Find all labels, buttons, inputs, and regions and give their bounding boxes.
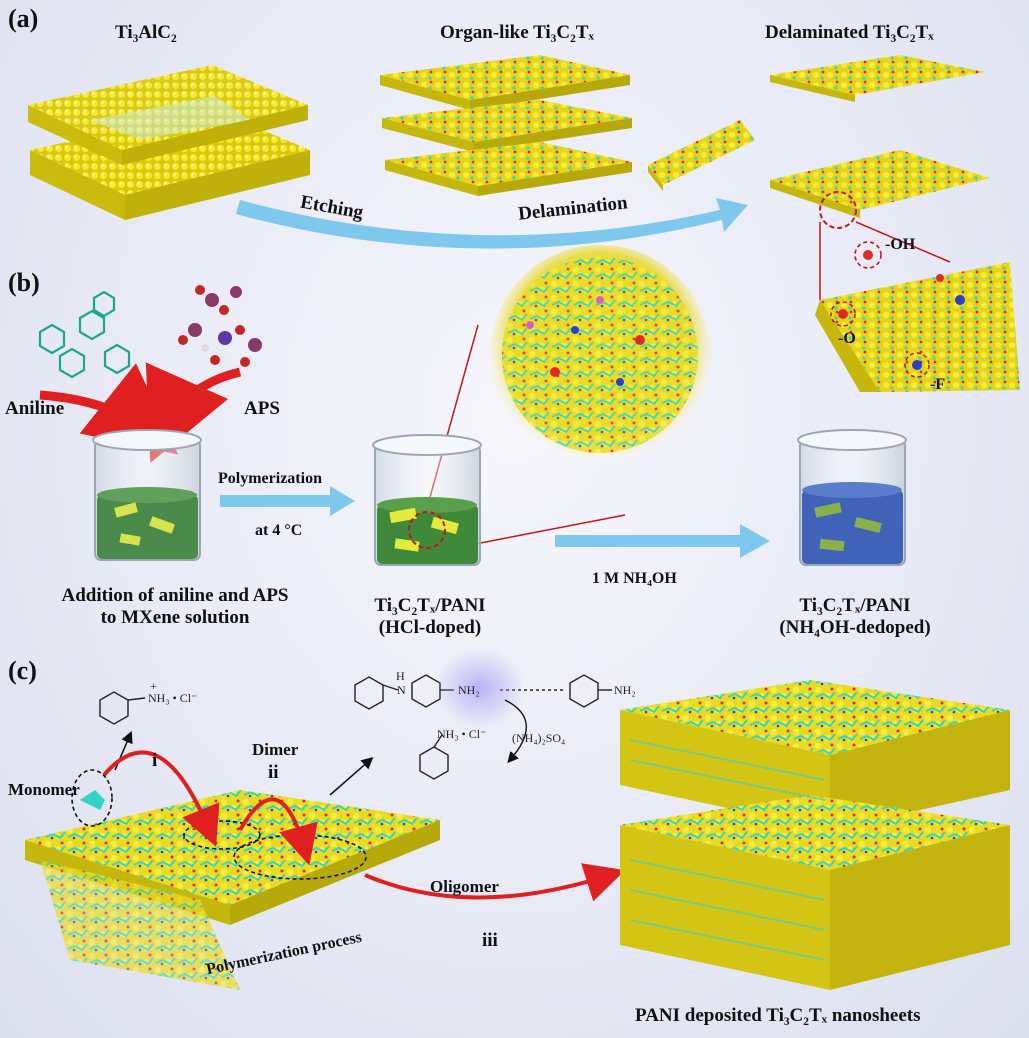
oh-label: -OH — [885, 236, 916, 253]
step-iii-arrow — [364, 863, 626, 902]
chem-monomer: NH₃ • Cl⁻ — [148, 691, 197, 705]
addition-line2: to MXene solution — [100, 607, 250, 628]
aps-label: APS — [244, 398, 280, 419]
result-label: PANI deposited Ti₃C₂Tₓ nanosheets — [635, 1005, 921, 1026]
polymerization-arrow — [220, 486, 355, 516]
ti3alc2-label: Ti₃AlC₂ — [115, 22, 177, 43]
dimer-label: Dimer — [252, 740, 299, 759]
delaminated-structure — [648, 55, 990, 300]
chem-aps: (NH₄)₂SO₄ — [512, 731, 565, 745]
aniline-label: Aniline — [5, 398, 65, 419]
aniline-arrow — [39, 363, 179, 455]
delaminated-label: Delaminated Ti₃C₂Tₓ — [765, 22, 934, 43]
nh4oh-line1: Ti₃C₂Tₓ/PANI — [799, 595, 911, 616]
panel-label-b: (b) — [8, 268, 40, 297]
hcl-line1: Ti₃C₂Tₓ/PANI — [374, 595, 486, 616]
o-label: -O — [838, 330, 856, 347]
oligomer-label: Oligomer — [430, 877, 499, 896]
step-i-arrow — [102, 750, 220, 847]
chem-nh2b: NH₂ — [614, 683, 636, 697]
ti3alc2-structure — [28, 65, 310, 220]
nh4oh-line2: (NH₄OH-dedoped) — [779, 617, 931, 638]
step-ii-arrow — [238, 797, 318, 866]
beaker-hcl-doped — [372, 434, 482, 566]
dimer-pointer — [329, 757, 374, 796]
monomer-structure — [99, 691, 146, 725]
beaker-nh4oh-dedoped — [797, 429, 907, 566]
termination-zoom — [815, 241, 1020, 392]
chem-salt: NH₃ • Cl⁻ — [437, 727, 486, 741]
addition-line1: Addition of aniline and APS — [61, 585, 289, 606]
step-ii-label: ii — [268, 762, 279, 783]
mxene-sheet-left — [25, 769, 440, 990]
panel-label-c: (c) — [8, 656, 37, 685]
beaker-mxene — [92, 429, 202, 561]
polymerization-label: Polymerization — [218, 470, 322, 487]
monomer-label: Monomer — [8, 780, 80, 799]
nh4oh-label: 1 M NH₄OH — [592, 570, 677, 587]
pani-sheets-right — [620, 680, 1010, 990]
hcl-line2: (HCl-doped) — [378, 617, 482, 638]
temperature-label: at 4 °C — [255, 522, 303, 539]
pani-zoom — [490, 245, 710, 465]
panel-label-a: (a) — [8, 4, 39, 33]
addition-caption: Addition of aniline and APS to MXene sol… — [0, 585, 350, 629]
etching-arrow — [236, 198, 748, 249]
chem-h: H — [396, 669, 405, 683]
svg-text:+: + — [150, 679, 157, 693]
f-label: -F — [930, 376, 946, 393]
chem-n: N — [397, 683, 406, 697]
nh4oh-dedoped-caption: Ti₃C₂Tₓ/PANI (NH₄OH-dedoped) — [755, 595, 955, 639]
aniline-molecules — [38, 290, 131, 379]
nh4oh-arrow — [555, 524, 770, 558]
aps-molecules — [178, 285, 262, 367]
organ-like-label: Organ-like Ti₃C₂Tₓ — [440, 22, 594, 43]
organ-like-structure — [380, 55, 632, 196]
monomer-pointer — [114, 730, 133, 771]
aps-arrow — [145, 362, 242, 463]
step-i-label: i — [152, 750, 158, 771]
salt-structure — [419, 699, 527, 780]
hcl-doped-caption: Ti₃C₂Tₓ/PANI (HCl-doped) — [330, 595, 530, 639]
chem-nh2a: NH₂ — [458, 683, 480, 697]
step-iii-label: iii — [482, 930, 498, 951]
